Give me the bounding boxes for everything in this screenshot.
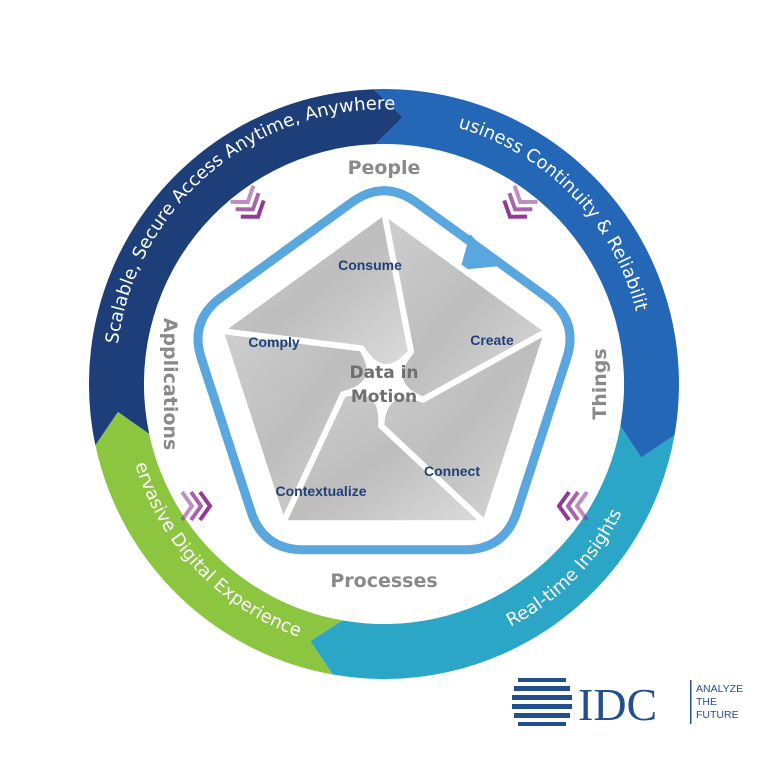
edge-label-things: Things bbox=[589, 348, 611, 419]
edge-label-applications: Applications bbox=[159, 318, 181, 451]
chevron-icon bbox=[502, 185, 538, 219]
petal-contextualize bbox=[217, 327, 373, 527]
petal-connect bbox=[279, 389, 489, 527]
idc-logo: IDC ANALYZE THE FUTURE bbox=[512, 678, 743, 730]
logo-tagline-1: ANALYZE bbox=[696, 683, 743, 695]
chevron-icon bbox=[180, 490, 213, 522]
logo-tagline-3: FUTURE bbox=[696, 709, 739, 721]
petal-label-create: Create bbox=[470, 332, 514, 348]
ring-segment-access bbox=[88, 89, 403, 446]
ring-segment-insights bbox=[310, 425, 675, 679]
globe-icon bbox=[512, 678, 572, 726]
petal-create bbox=[378, 327, 551, 527]
chevron-icon bbox=[556, 490, 589, 522]
chevron-markers bbox=[180, 185, 589, 522]
petal-label-contextualize: Contextualize bbox=[275, 483, 366, 499]
petal-label-connect: Connect bbox=[424, 463, 480, 479]
petal-group bbox=[217, 209, 551, 527]
petal-label-consume: Consume bbox=[338, 257, 402, 273]
center-label-line2: Motion bbox=[351, 387, 417, 407]
petal-label-comply: Comply bbox=[248, 334, 300, 350]
center-label-line1: Data in bbox=[349, 363, 418, 383]
logo-wordmark: IDC bbox=[578, 679, 657, 730]
edge-label-processes: Processes bbox=[330, 570, 437, 592]
ring-segment-experiences bbox=[95, 412, 343, 675]
outer-ring bbox=[88, 89, 679, 679]
chevron-icon bbox=[230, 185, 266, 219]
petal-comply bbox=[217, 209, 414, 371]
arrow-head-icon bbox=[460, 234, 500, 270]
logo-tagline-2: THE bbox=[696, 696, 717, 708]
edge-label-people: People bbox=[348, 157, 421, 179]
ring-segment-continuity bbox=[373, 89, 679, 458]
